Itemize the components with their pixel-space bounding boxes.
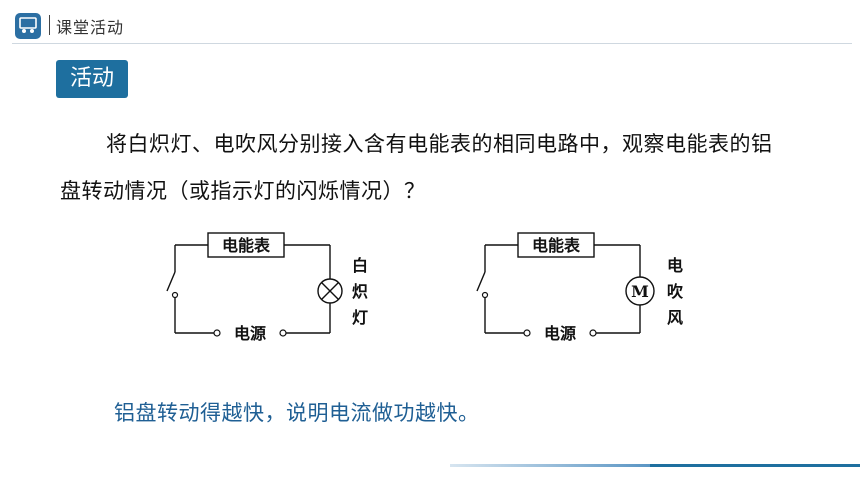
meter-box (207, 232, 285, 258)
circuit-diagram-hairdryer: M 电能表 电源 电 吹 风 (476, 232, 684, 343)
question-text: 将白炽灯、电吹风分别接入含有电能表的相同电路中，观察电能表的铝盘转动情况（或指示… (60, 121, 780, 215)
activity-badge: 活动 (56, 60, 128, 98)
device-label-3: 风 (667, 308, 683, 327)
device-label-3: 灯 (352, 308, 368, 327)
footer-accent-bar (650, 464, 860, 467)
circuit-diagram-lamp: 电能表 电源 白 炽 灯 (166, 232, 368, 343)
footer-accent-line (450, 464, 650, 467)
device-label-1: 白 (352, 256, 368, 275)
question-line-2: 电能表的铝盘转动情况（或指示灯的闪烁情况）？ (60, 132, 773, 203)
source-label: 电源 (544, 324, 576, 343)
page-title: 课堂活动 (56, 18, 125, 37)
device-label-2: 吹 (667, 282, 684, 301)
meter-label: 电能表 (532, 236, 581, 255)
motor-letter: M (631, 282, 649, 301)
source-label: 电源 (234, 324, 266, 343)
classroom-icon (15, 13, 41, 39)
meter-label: 电能表 (222, 236, 271, 255)
meter-box (517, 232, 595, 258)
device-label-2: 炽 (352, 282, 368, 301)
header-separator (49, 15, 50, 35)
question-line-1: 将白炽灯、电吹风分别接入含有电能表的相同电路中，观察 (106, 132, 665, 156)
header-divider (12, 43, 852, 44)
conclusion-text: 铝盘转动得越快，说明电流做功越快。 (114, 401, 480, 425)
motor-symbol (625, 276, 655, 306)
device-label-1: 电 (667, 256, 683, 275)
header: 课堂活动 (0, 0, 860, 46)
